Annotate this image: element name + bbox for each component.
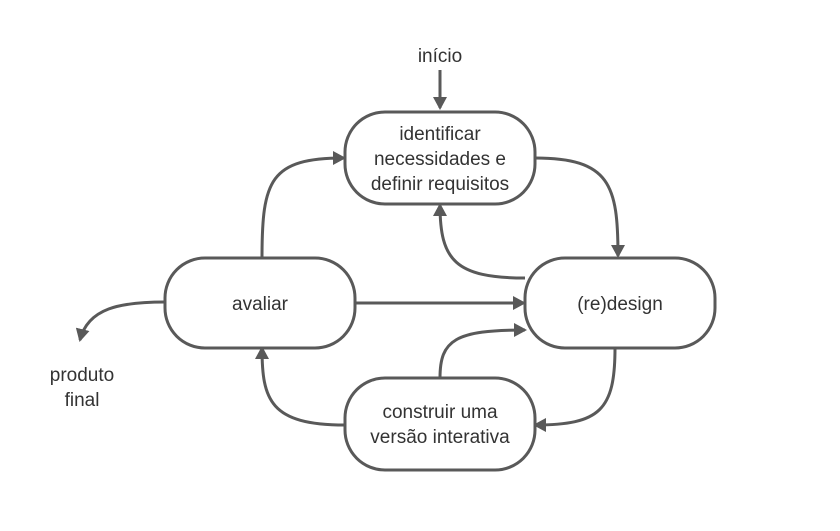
node-build-line-1: construir uma bbox=[382, 402, 498, 423]
node-redesign-label: (re)design bbox=[577, 294, 663, 315]
arrow-redesign-to-build bbox=[533, 347, 617, 432]
node-identify: identificar necessidades e definir requi… bbox=[343, 110, 537, 206]
node-redesign: (re)design bbox=[523, 256, 717, 350]
node-evaluate: avaliar bbox=[163, 256, 357, 350]
node-identify-line-2: necessidades e bbox=[374, 149, 506, 170]
node-evaluate-label: avaliar bbox=[232, 294, 289, 315]
final-product-label-line-2: final bbox=[65, 390, 100, 411]
arrow-build-to-redesign bbox=[438, 323, 527, 379]
start-label: início bbox=[418, 46, 462, 67]
arrow-redesign-to-identify bbox=[433, 203, 526, 280]
arrow-evaluate-to-final-product bbox=[75, 300, 166, 342]
arrow-build-to-evaluate bbox=[255, 346, 346, 427]
node-identify-line-1: identificar bbox=[399, 124, 481, 145]
arrow-identify-to-redesign bbox=[534, 156, 625, 258]
node-build: construir uma versão interativa bbox=[343, 376, 537, 472]
final-product-label-line-1: produto bbox=[50, 365, 114, 386]
arrow-evaluate-to-identify bbox=[260, 151, 346, 259]
node-build-line-2: versão interativa bbox=[370, 427, 510, 448]
node-identify-line-3: definir requisitos bbox=[371, 174, 509, 195]
